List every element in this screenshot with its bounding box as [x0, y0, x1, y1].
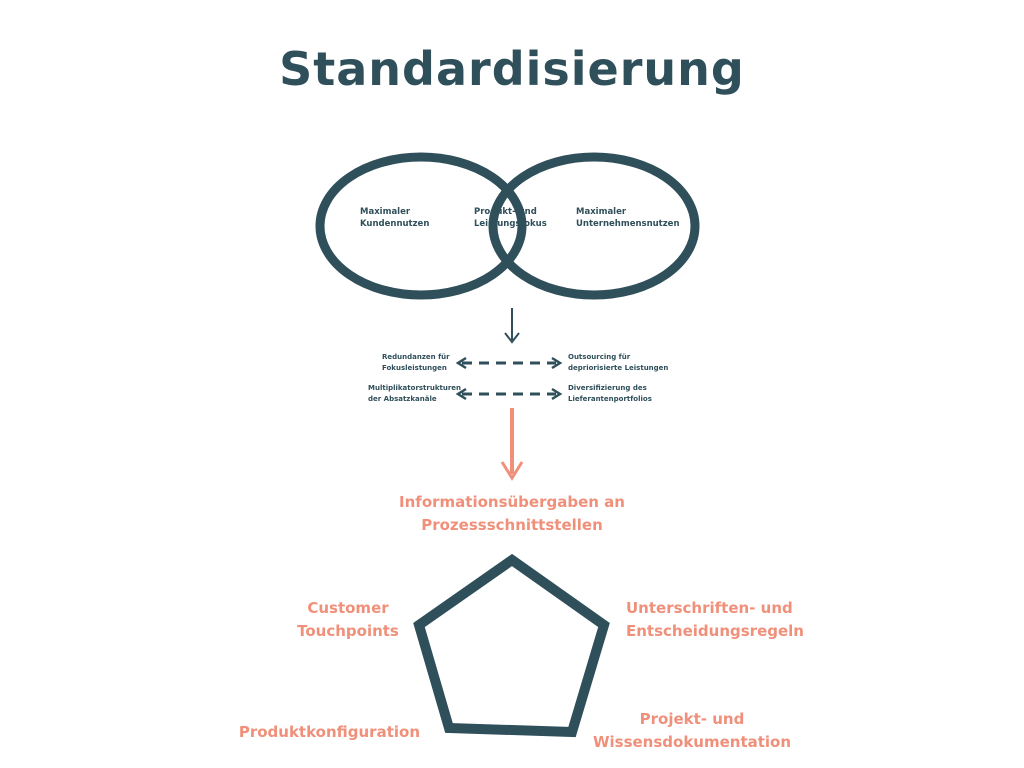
venn-circle-right — [488, 152, 700, 300]
relation-row1-right: Outsourcing für depriorisierte Leistunge… — [568, 353, 669, 372]
pentagon-label-upper-left: Customer Touchpoints — [297, 599, 399, 640]
pentagon-label-lower-right: Projekt- und Wissensdokumentation — [592, 710, 792, 751]
dashed-arrow-row-1 — [455, 356, 563, 370]
pentagon-label-lower-left: Produktkonfiguration — [238, 723, 420, 741]
relation-row1-left: Redundanzen für Fokusleistungen — [382, 353, 450, 372]
venn-circle-left — [315, 152, 527, 300]
pentagon-shape — [413, 553, 610, 738]
pentagon-label-upper-right: Unterschriften- und Entscheidungsregeln — [626, 599, 804, 640]
dashed-arrow-row-2 — [455, 387, 563, 401]
venn-left-label: Maximaler Kundennutzen — [360, 207, 430, 230]
relation-row2-right: Diversifizierung des Lieferantenportfoli… — [568, 384, 652, 403]
relation-row2-left: Multiplikatorstrukturen der Absatzkanäle — [368, 384, 462, 403]
venn-center-label: Produkt- und Leistungsfokus — [474, 207, 547, 230]
arrow-down-accent-head — [500, 461, 524, 481]
arrow-down-dark-head — [504, 332, 520, 344]
pentagon-label-top: Informationsübergaben an Prozessschnitts… — [399, 493, 625, 534]
venn-right-label: Maximaler Unternehmensnutzen — [576, 207, 680, 230]
page-title: Standardisierung — [279, 42, 745, 96]
